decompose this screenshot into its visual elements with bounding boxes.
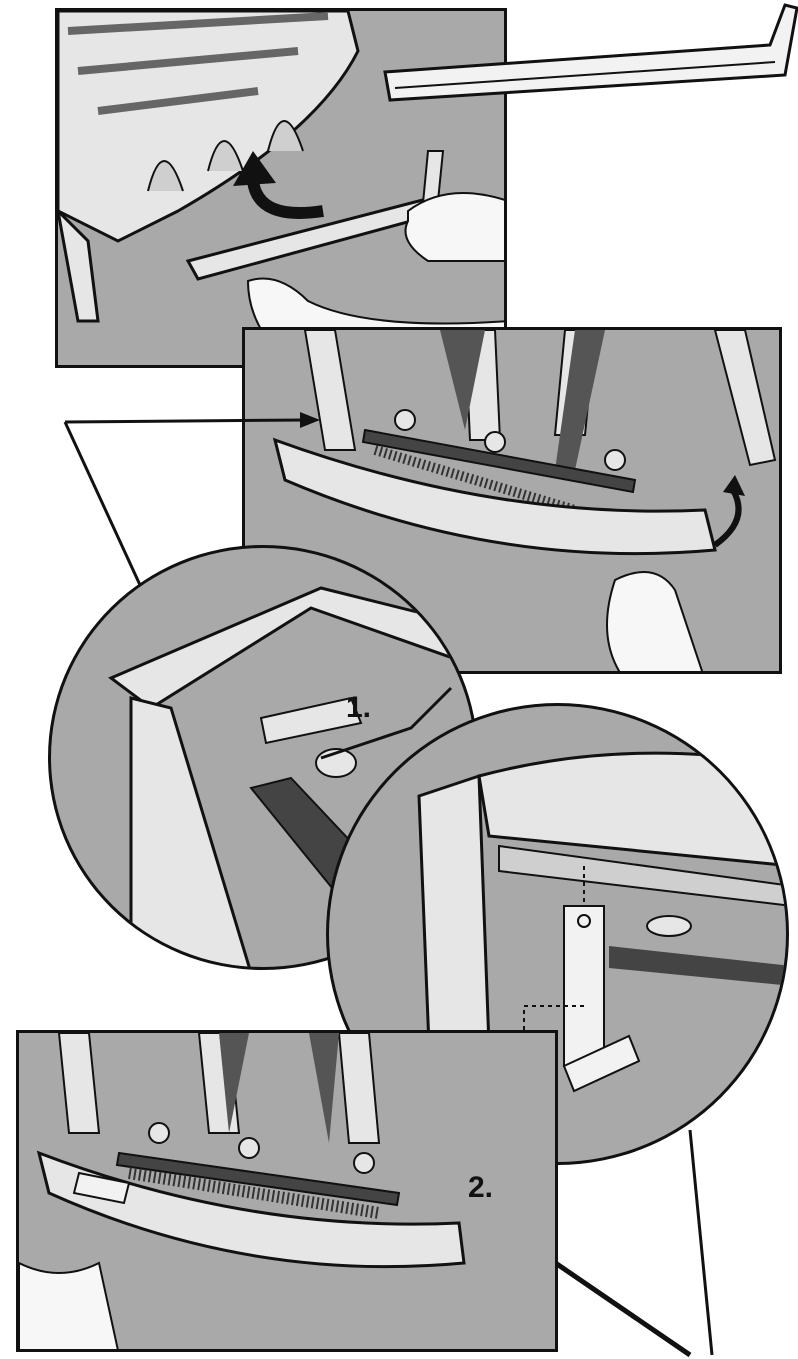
panel-step2: 2. [16, 1030, 558, 1352]
panel-attach-rail [55, 8, 507, 368]
panel-attach-rail-art [58, 11, 507, 368]
curved-arrow-icon [715, 475, 745, 545]
step2-label: 2. [468, 1171, 493, 1205]
